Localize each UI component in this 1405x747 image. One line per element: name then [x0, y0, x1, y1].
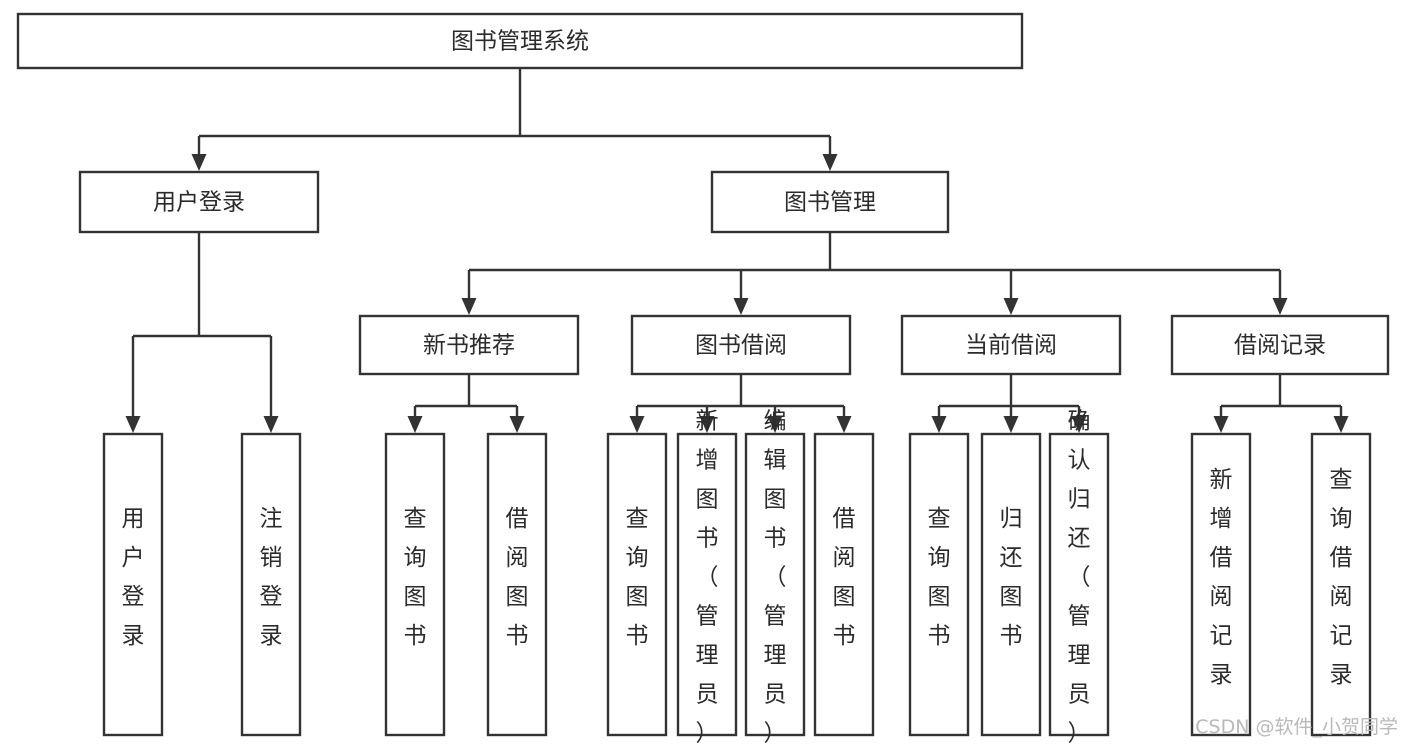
connector-current-bus [931, 374, 1087, 433]
node-label-current-borrow: 当前借阅 [965, 333, 1057, 359]
node-leaf-borrow-book[interactable]: 借阅图书 [813, 432, 875, 737]
node-label-root: 图书管理系统 [451, 29, 589, 55]
csdn-watermark: CSDN @软件_小贺同学 [1195, 716, 1398, 738]
node-layer: 图书管理系统用户登录图书管理新书推荐图书借阅当前借阅借阅记录用户登录注销登录查询… [16, 12, 1390, 747]
node-label-leaf-confirm-return: 确认归还（管理员） [1068, 409, 1091, 747]
node-label-leaf-logout: 注销登录 [260, 506, 283, 649]
node-label-book-borrow: 图书借阅 [695, 333, 787, 359]
node-leaf-query-book-borrow[interactable]: 查询图书 [606, 432, 668, 737]
node-label-leaf-add-book: 新增图书（管理员） [696, 409, 719, 747]
node-leaf-borrow-book-recommend[interactable]: 借阅图书 [486, 432, 548, 737]
node-label-book-management: 图书管理 [784, 190, 876, 216]
node-leaf-add-borrow-record[interactable]: 新增借阅记录 [1190, 432, 1252, 737]
node-user-login[interactable]: 用户登录 [78, 170, 320, 234]
node-label-leaf-query-book-recommend: 查询图书 [404, 506, 427, 649]
node-label-leaf-return-book: 归还图书 [1000, 506, 1023, 649]
node-current-borrow[interactable]: 当前借阅 [900, 314, 1122, 376]
node-leaf-confirm-return[interactable]: 确认归还（管理员） [1048, 409, 1110, 747]
node-label-leaf-user-login: 用户登录 [122, 506, 145, 649]
node-leaf-return-book[interactable]: 归还图书 [980, 432, 1042, 737]
node-root[interactable]: 图书管理系统 [16, 12, 1024, 70]
connector-recommend-bus [407, 374, 525, 433]
connector-records-bus [1213, 374, 1349, 433]
node-leaf-query-book-current[interactable]: 查询图书 [908, 432, 970, 737]
node-leaf-query-book-recommend[interactable]: 查询图书 [384, 432, 446, 737]
connector-root-bus [191, 68, 838, 171]
node-label-borrow-records: 借阅记录 [1234, 333, 1326, 359]
node-book-management[interactable]: 图书管理 [710, 170, 950, 234]
node-label-leaf-borrow-book: 借阅图书 [833, 506, 856, 649]
node-leaf-edit-book[interactable]: 编辑图书（管理员） [744, 409, 806, 747]
node-label-leaf-query-book-borrow: 查询图书 [626, 506, 649, 649]
node-leaf-logout[interactable]: 注销登录 [240, 432, 302, 737]
node-label-leaf-add-borrow-record: 新增借阅记录 [1210, 467, 1233, 688]
node-book-borrow[interactable]: 图书借阅 [630, 314, 852, 376]
connector-bookmgmt-bus [461, 232, 1288, 315]
node-label-leaf-query-book-current: 查询图书 [928, 506, 951, 649]
connector-userlogin-bus [125, 232, 279, 433]
node-label-leaf-borrow-book-recommend: 借阅图书 [506, 506, 529, 649]
node-label-leaf-edit-book: 编辑图书（管理员） [764, 409, 787, 747]
node-leaf-query-borrow-record[interactable]: 查询借阅记录 [1310, 432, 1372, 737]
connector-borrow-bus [629, 374, 852, 433]
node-leaf-add-book[interactable]: 新增图书（管理员） [676, 409, 738, 747]
node-label-user-login: 用户登录 [153, 190, 245, 216]
node-borrow-records[interactable]: 借阅记录 [1170, 314, 1390, 376]
node-new-book-recommend[interactable]: 新书推荐 [358, 314, 580, 376]
node-leaf-user-login[interactable]: 用户登录 [102, 432, 164, 737]
connector-layer [125, 68, 1349, 433]
node-label-leaf-query-borrow-record: 查询借阅记录 [1330, 467, 1353, 688]
node-label-new-book-recommend: 新书推荐 [423, 333, 515, 359]
